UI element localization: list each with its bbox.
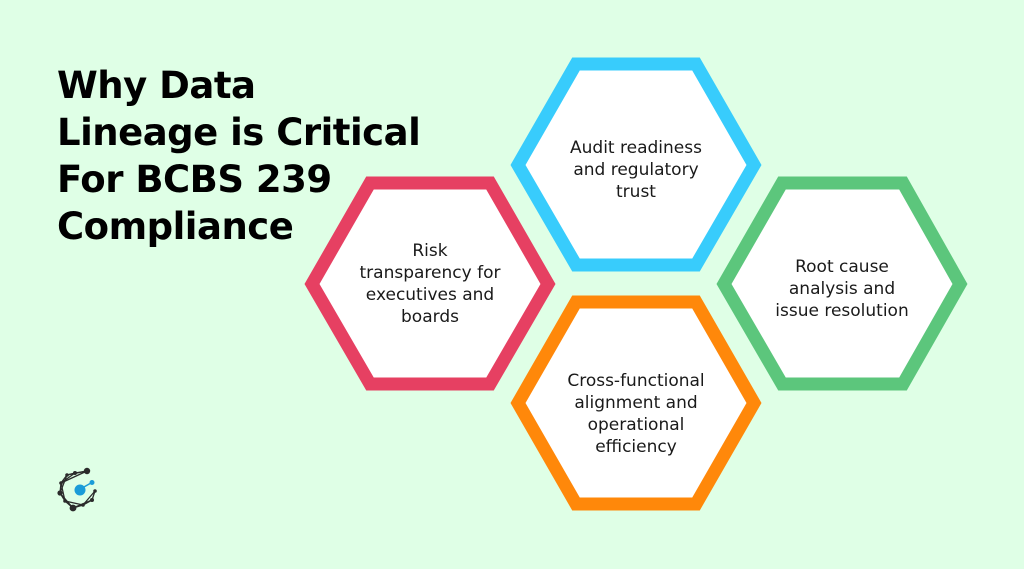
- label-line: trust: [616, 182, 656, 202]
- label-line: boards: [401, 307, 459, 327]
- label-line: issue resolution: [775, 301, 909, 321]
- label-line: and regulatory: [573, 160, 699, 180]
- hexagon-root-cause-label: Root cause analysis and issue resolution: [752, 256, 932, 322]
- label-line: executives and: [365, 285, 495, 305]
- label-line: Cross-functional: [567, 371, 705, 391]
- label-line: Risk: [412, 241, 448, 261]
- hexagon-audit-label: Audit readiness and regulatory trust: [546, 137, 726, 203]
- title-line: Lineage is Critical: [57, 111, 421, 154]
- network-node-logo-icon: [57, 467, 97, 512]
- label-line: transparency for: [359, 263, 501, 283]
- title-line: For BCBS 239: [57, 158, 332, 201]
- hexagon-cross-functional-label: Cross-functional alignment and operation…: [546, 370, 726, 458]
- hexagon-audit: [502, 50, 770, 279]
- title-line: Why Data: [57, 64, 256, 107]
- label-line: efficiency: [595, 437, 677, 457]
- hexagon-root-cause: [716, 176, 968, 391]
- hexagon-risk-label: Risk transparency for executives and boa…: [340, 240, 520, 328]
- label-line: Audit readiness: [570, 138, 702, 158]
- label-line: operational: [587, 415, 685, 435]
- label-line: Root cause: [795, 257, 889, 277]
- title-line: Compliance: [57, 205, 294, 248]
- label-line: analysis and: [788, 279, 896, 299]
- hexagon-cross-functional: [502, 288, 770, 518]
- hexagon-risk: [304, 176, 556, 391]
- page-title: Why Data Lineage is Critical For BCBS 23…: [57, 62, 457, 250]
- label-line: alignment and: [574, 393, 698, 413]
